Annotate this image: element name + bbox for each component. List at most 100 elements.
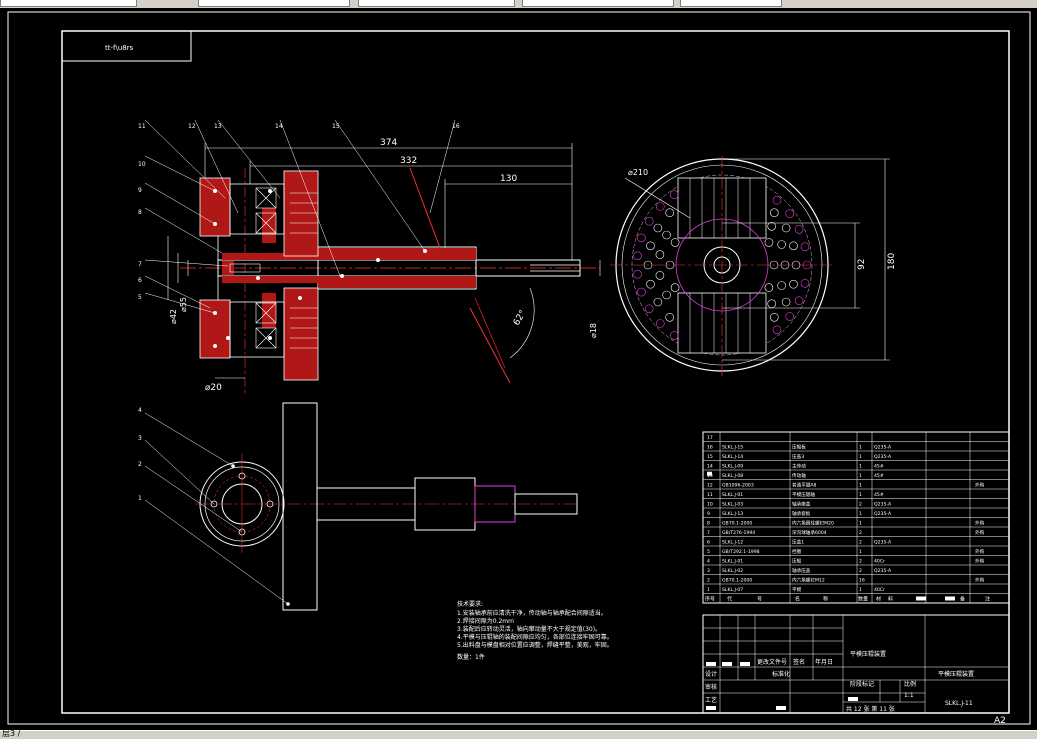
bom-cell-qty: 2 bbox=[859, 530, 862, 536]
die-hole bbox=[767, 222, 777, 231]
bom-cell-note: 外购 bbox=[975, 558, 985, 565]
bom-cell-qty: 2 bbox=[859, 502, 862, 508]
bom-cell-code: SLKL.J-14 bbox=[722, 454, 743, 460]
bom-cell-code: SLKL.J-12 bbox=[722, 540, 743, 546]
side-view-lower: 4 3 2 1 bbox=[138, 402, 580, 611]
bom-header: 材 bbox=[876, 596, 881, 603]
die-hole bbox=[794, 225, 804, 234]
tech-requirements: 技术要求: 1.安装轴承前应清洗干净，传动轴与轴承配合间隙适当。 2.焊接间隙为… bbox=[457, 600, 613, 661]
top-left-label: tt-f\u8rs bbox=[105, 44, 134, 52]
die-hole bbox=[655, 271, 665, 280]
tech-note-1: 1.安装轴承前应清洗干净，传动轴与轴承配合间隙适当。 bbox=[457, 609, 607, 617]
toolbar-combo-1[interactable] bbox=[0, 0, 137, 7]
bom-cell-no: 14 bbox=[707, 464, 713, 470]
dim-phi-shaft: ⌀18 bbox=[589, 323, 598, 338]
dim-angle: 62° bbox=[512, 309, 529, 328]
bom-cell-note: 外购 bbox=[975, 529, 985, 536]
bom-header: 料 bbox=[888, 596, 893, 603]
dim-phi-3: ⌀55 bbox=[179, 297, 188, 312]
process-label: 工艺 bbox=[705, 696, 717, 704]
balloon-4: 4 bbox=[138, 407, 142, 414]
die-hole bbox=[781, 297, 791, 307]
bom-header: 序号 bbox=[705, 596, 715, 603]
die-hole bbox=[789, 279, 798, 289]
bom-cell-note: 外购 bbox=[975, 548, 985, 555]
bom-cell-mat: 45# bbox=[874, 464, 884, 470]
bom-cell-note: 外购 bbox=[975, 577, 985, 584]
bom-cell-code: SLKL.J-15 bbox=[722, 445, 743, 451]
bom-cell-no: 1 bbox=[707, 587, 710, 593]
dim-374: 374 bbox=[380, 138, 397, 148]
bom-cell-note: 外购 bbox=[975, 520, 985, 527]
bom-cell-name: 压辊 bbox=[792, 558, 802, 565]
toolbar-combo-3[interactable] bbox=[358, 0, 515, 7]
bom-header: 代 bbox=[727, 596, 732, 603]
bom-header: 数量 bbox=[858, 596, 868, 603]
bom-cell-qty: 1 bbox=[859, 492, 862, 498]
die-hole bbox=[665, 208, 675, 217]
bom-cell-qty: 1 bbox=[859, 445, 862, 451]
bom-cell-no: 17 bbox=[707, 435, 713, 441]
bom-cell-no: 13 bbox=[707, 473, 713, 479]
toolbar-combo-4[interactable] bbox=[522, 0, 674, 7]
die-hole bbox=[646, 241, 655, 251]
bom-cell-no: 9 bbox=[707, 511, 710, 517]
bom-cell-name: 轴承座盖 bbox=[792, 501, 811, 508]
dim-phi-2: ⌀42 bbox=[169, 309, 178, 324]
bom-cell-no: 6 bbox=[707, 540, 710, 546]
bom-cell-no: 4 bbox=[707, 559, 710, 565]
die-hole bbox=[670, 283, 680, 292]
die-hole bbox=[646, 279, 655, 289]
bom-cell-code: SLKL.J-07 bbox=[722, 587, 743, 593]
bom-cell-name: 普通平键A8 bbox=[792, 482, 817, 489]
bom-cell-mat: Q235-A bbox=[874, 445, 892, 451]
bom-cell-name: 压辊板 bbox=[792, 444, 806, 451]
toolbar-combo-2[interactable] bbox=[198, 0, 350, 7]
bom-cell-mat: 45# bbox=[874, 492, 884, 498]
die-hole bbox=[662, 230, 671, 240]
die-hole bbox=[637, 287, 646, 297]
die-hole bbox=[781, 223, 791, 233]
bom-cell-qty: 1 bbox=[859, 549, 862, 555]
tech-qty: 数量：1件 bbox=[457, 653, 485, 661]
bom-cell-no: 5 bbox=[707, 549, 710, 555]
cad-drawing-canvas[interactable]: tt-f\u8rs A2 bbox=[0, 8, 1037, 730]
die-hole bbox=[794, 296, 804, 306]
bom-header: 号 bbox=[757, 597, 762, 603]
bom-cell-name: 平模压辊轴 bbox=[792, 491, 815, 498]
sheet-count: 共 12 张 第 11 张 bbox=[846, 705, 895, 713]
bom-cell-name: 轴承压盖 bbox=[792, 567, 811, 574]
bom-cell-name: 压盖1 bbox=[792, 539, 804, 546]
dim-332: 332 bbox=[400, 156, 417, 166]
bom-header: 名 bbox=[795, 596, 800, 603]
die-hole bbox=[633, 251, 642, 261]
die-hole bbox=[764, 238, 774, 247]
dim-d20: ⌀20 bbox=[205, 383, 222, 393]
drawing-title: 平模压辊装置 bbox=[938, 670, 974, 678]
bom-cell-no: 7 bbox=[707, 530, 710, 536]
balloon-5: 5 bbox=[138, 294, 142, 301]
bom-cell-name: 内六角圆柱螺钉M20 bbox=[792, 520, 834, 527]
bom-cell-no: 12 bbox=[707, 483, 713, 489]
balloon-9: 9 bbox=[138, 187, 142, 194]
bom-cell-name: 主传动 bbox=[792, 463, 806, 470]
die-hole bbox=[777, 281, 786, 290]
scale-label: 比例 bbox=[904, 680, 916, 688]
balloon-13: 13 bbox=[214, 123, 222, 130]
balloon-14: 14 bbox=[275, 123, 283, 130]
balloon-15: 15 bbox=[332, 123, 340, 130]
bom-cell-no: 16 bbox=[707, 445, 713, 451]
toolbar-combo-5[interactable] bbox=[680, 0, 782, 7]
bom-cell-qty: 1 bbox=[859, 473, 862, 479]
dim-d210: ⌀210 bbox=[628, 168, 648, 177]
die-hole bbox=[644, 304, 654, 314]
bom-cell-name: 挡圈 bbox=[792, 548, 802, 555]
die-hole bbox=[785, 312, 795, 321]
die-hole bbox=[665, 312, 675, 322]
bom-mark bbox=[916, 596, 926, 601]
bom-cell-mat: Q235-A bbox=[874, 511, 892, 517]
die-hole bbox=[669, 331, 679, 340]
die-hole bbox=[637, 233, 646, 243]
bom-cell-qty: 16 bbox=[859, 578, 865, 584]
